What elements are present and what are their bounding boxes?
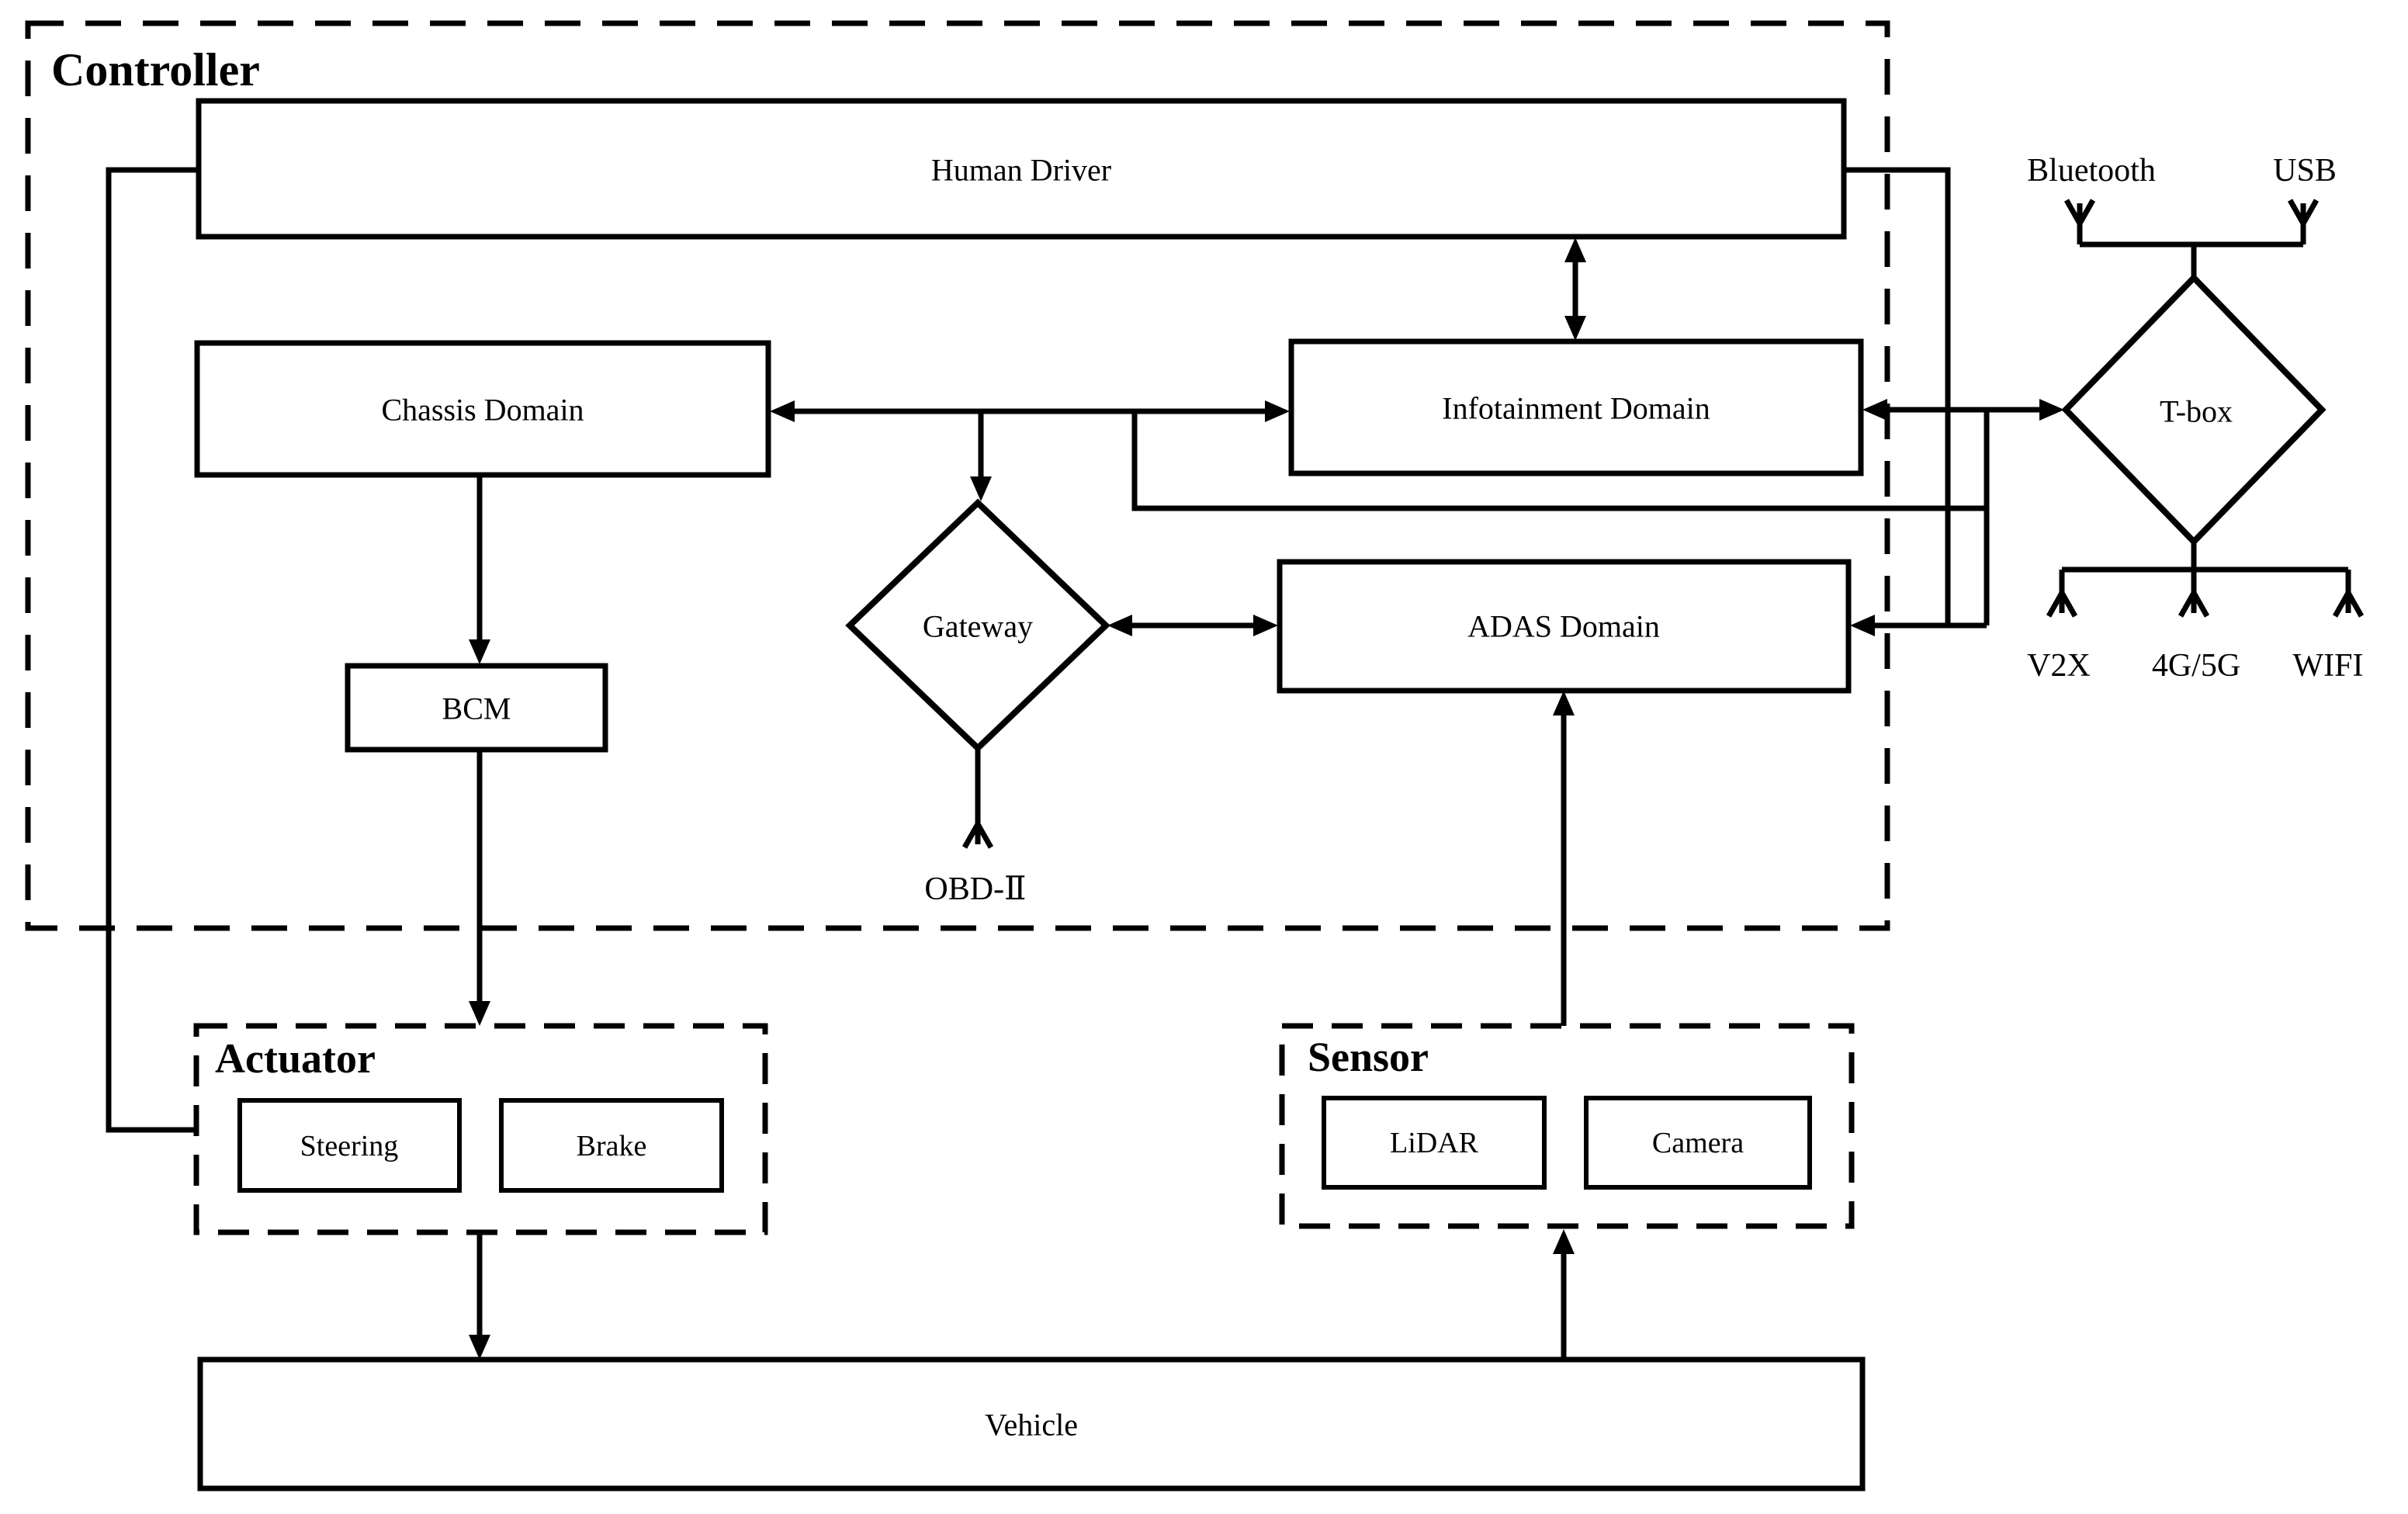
- controller-group-label: Controller: [51, 44, 260, 95]
- tbox-diamond: [2061, 273, 2327, 546]
- arrowhead-down-infotainment-top: [1564, 316, 1586, 341]
- bluetooth-label: Bluetooth: [2027, 153, 2156, 189]
- usb-label: USB: [2273, 153, 2337, 189]
- vehicle-label: Vehicle: [985, 1408, 1078, 1443]
- tbox-label: T-box: [2160, 394, 2233, 429]
- v2x-label: V2X: [2027, 648, 2091, 684]
- arrowhead-right-infotainment-left: [1265, 400, 1290, 422]
- sensor-group-boundary: [1279, 1023, 1855, 1229]
- steering-box: [237, 1098, 462, 1193]
- arrowhead-left-chassis: [770, 400, 795, 422]
- sensor-group-label: Sensor: [1308, 1034, 1429, 1080]
- arrowhead-down-bcm-top: [469, 639, 490, 664]
- wifi-label: WIFI: [2293, 648, 2364, 684]
- tbox-top-antenna-bracket: [2077, 223, 2306, 278]
- brake-label: Brake: [577, 1130, 647, 1162]
- wifi-fork-icon: [2332, 587, 2365, 618]
- human-driver-label: Human Driver: [931, 153, 1111, 188]
- link-bus-under-infotainment: [1131, 411, 1987, 511]
- vehicle-box: [197, 1356, 1866, 1491]
- human-driver-box: [196, 98, 1847, 240]
- arrowhead-down-vehicle-top: [469, 1335, 490, 1360]
- gateway-diamond: [845, 498, 1110, 753]
- cellular-fork-icon: [2178, 587, 2210, 618]
- chassis-domain-box: [194, 340, 771, 478]
- cellular-label: 4G/5G: [2152, 648, 2240, 684]
- bcm-label: BCM: [442, 691, 511, 726]
- adas-domain-box: [1277, 559, 1852, 694]
- v2x-fork-icon: [2046, 587, 2078, 618]
- actuator-group-label: Actuator: [215, 1035, 376, 1082]
- arrowhead-down-gateway-top: [970, 476, 992, 501]
- obd-label: OBD-Ⅱ: [924, 871, 1026, 907]
- arrowhead-right-adas-left: [1253, 615, 1278, 636]
- bluetooth-antenna-icon: [2063, 199, 2096, 230]
- arrowhead-up-adas-bottom: [1553, 691, 1575, 715]
- brake-box: [499, 1098, 724, 1193]
- tbox-bottom-bracket: [2059, 542, 2351, 593]
- gateway-label: Gateway: [923, 609, 1033, 644]
- infotainment-domain-box: [1288, 338, 1864, 476]
- camera-box: [1584, 1096, 1812, 1190]
- controller-group-boundary: [25, 20, 1890, 931]
- chassis-domain-label: Chassis Domain: [381, 393, 584, 428]
- lidar-label: LiDAR: [1390, 1127, 1479, 1159]
- link-humandriver-left-actuator: [106, 167, 199, 1133]
- arrowhead-down-actuator-top: [469, 1001, 490, 1026]
- link-humandriver-right-down: [1842, 167, 1951, 625]
- arrowhead-left-gateway-right: [1107, 615, 1132, 636]
- camera-label: Camera: [1652, 1127, 1744, 1159]
- adas-domain-label: ADAS Domain: [1467, 609, 1660, 644]
- obd-fork-icon: [961, 818, 994, 849]
- steering-label: Steering: [300, 1130, 399, 1162]
- usb-antenna-icon: [2287, 199, 2320, 230]
- arrowhead-left-adas-right: [1850, 615, 1875, 636]
- arrowhead-left-infotainment-right: [1862, 399, 1887, 421]
- infotainment-domain-label: Infotainment Domain: [1442, 391, 1710, 426]
- arrowhead-right-tbox-left: [2039, 399, 2064, 421]
- arrowhead-up-humandriver: [1564, 237, 1586, 262]
- arrowhead-up-sensor-bottom: [1553, 1229, 1575, 1254]
- bcm-box: [345, 663, 608, 753]
- lidar-box: [1322, 1096, 1547, 1190]
